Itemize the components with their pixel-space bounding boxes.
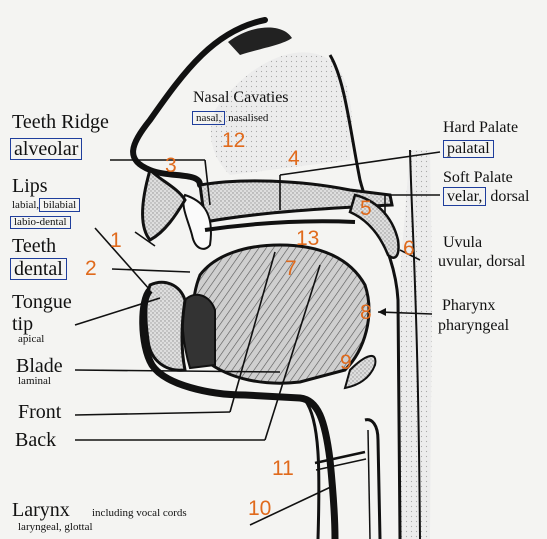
marker-6: 6 [403,238,415,259]
tip-label: tip [12,314,33,334]
upper-lip [143,170,186,240]
tongue-label: Tongue [12,292,72,312]
pharynx-region [398,150,432,539]
bilabial-boxed-label: bilabial [39,198,80,212]
trachea-front-inner [368,430,370,539]
uvula-label: Uvula [443,235,482,251]
labial-text: labial, [12,199,39,211]
marker-4: 4 [288,148,300,169]
nasal-place-label: nasal, nasalised [192,113,268,124]
labio-dental-label: labio-dental [10,216,71,229]
lips-label: Lips [12,176,48,196]
marker-2: 2 [85,258,97,279]
hard-palate-label: Hard Palate [443,120,518,136]
teeth-ridge-label: Teeth Ridge [12,112,109,132]
back-label: Back [15,430,56,450]
palatal-label: palatal [443,140,494,158]
front-label: Front [18,402,61,422]
marker-8: 8 [360,302,372,323]
larynx-label: Larynx [12,500,70,520]
marker-7: 7 [285,258,297,279]
trachea-front [365,420,380,539]
lower-teeth [183,295,215,368]
nasal-boxed-label: nasal, [192,111,225,125]
laryngeal-label: laryngeal, glottal [18,522,93,533]
pharynx-arrowhead [378,308,386,316]
vocal-cords-label: including vocal cords [92,508,187,519]
marker-1: 1 [110,230,122,251]
oral-cavity-line [205,221,355,230]
marker-9: 9 [340,352,352,373]
marker-5: 5 [360,198,372,219]
pharynx-label: Pharynx [442,298,495,314]
dorsal-label: dorsal [490,188,529,205]
nasal-cavities-label: Nasal Cavaties [193,90,289,106]
velar-line: velar, dorsal [443,189,529,205]
marker-13: 13 [296,228,319,249]
dental-label: dental [10,258,67,280]
apical-label: apical [18,334,44,345]
nasalised-label: nasalised [228,112,268,124]
marker-11: 11 [272,458,294,479]
marker-12: 12 [222,130,245,151]
laminal-label: laminal [18,376,51,387]
pharyngeal-label: pharyngeal [438,318,509,334]
blade-label: Blade [16,356,63,376]
teeth-label: Teeth [12,236,56,256]
uvular-label: uvular, dorsal [438,254,525,270]
marker-3: 3 [165,155,177,176]
alveolar-label: alveolar [10,138,82,160]
velar-boxed-label: velar, [443,187,486,206]
soft-palate-label: Soft Palate [443,170,513,186]
marker-10: 10 [248,498,271,519]
labial-label: labial,bilabial [12,200,80,211]
